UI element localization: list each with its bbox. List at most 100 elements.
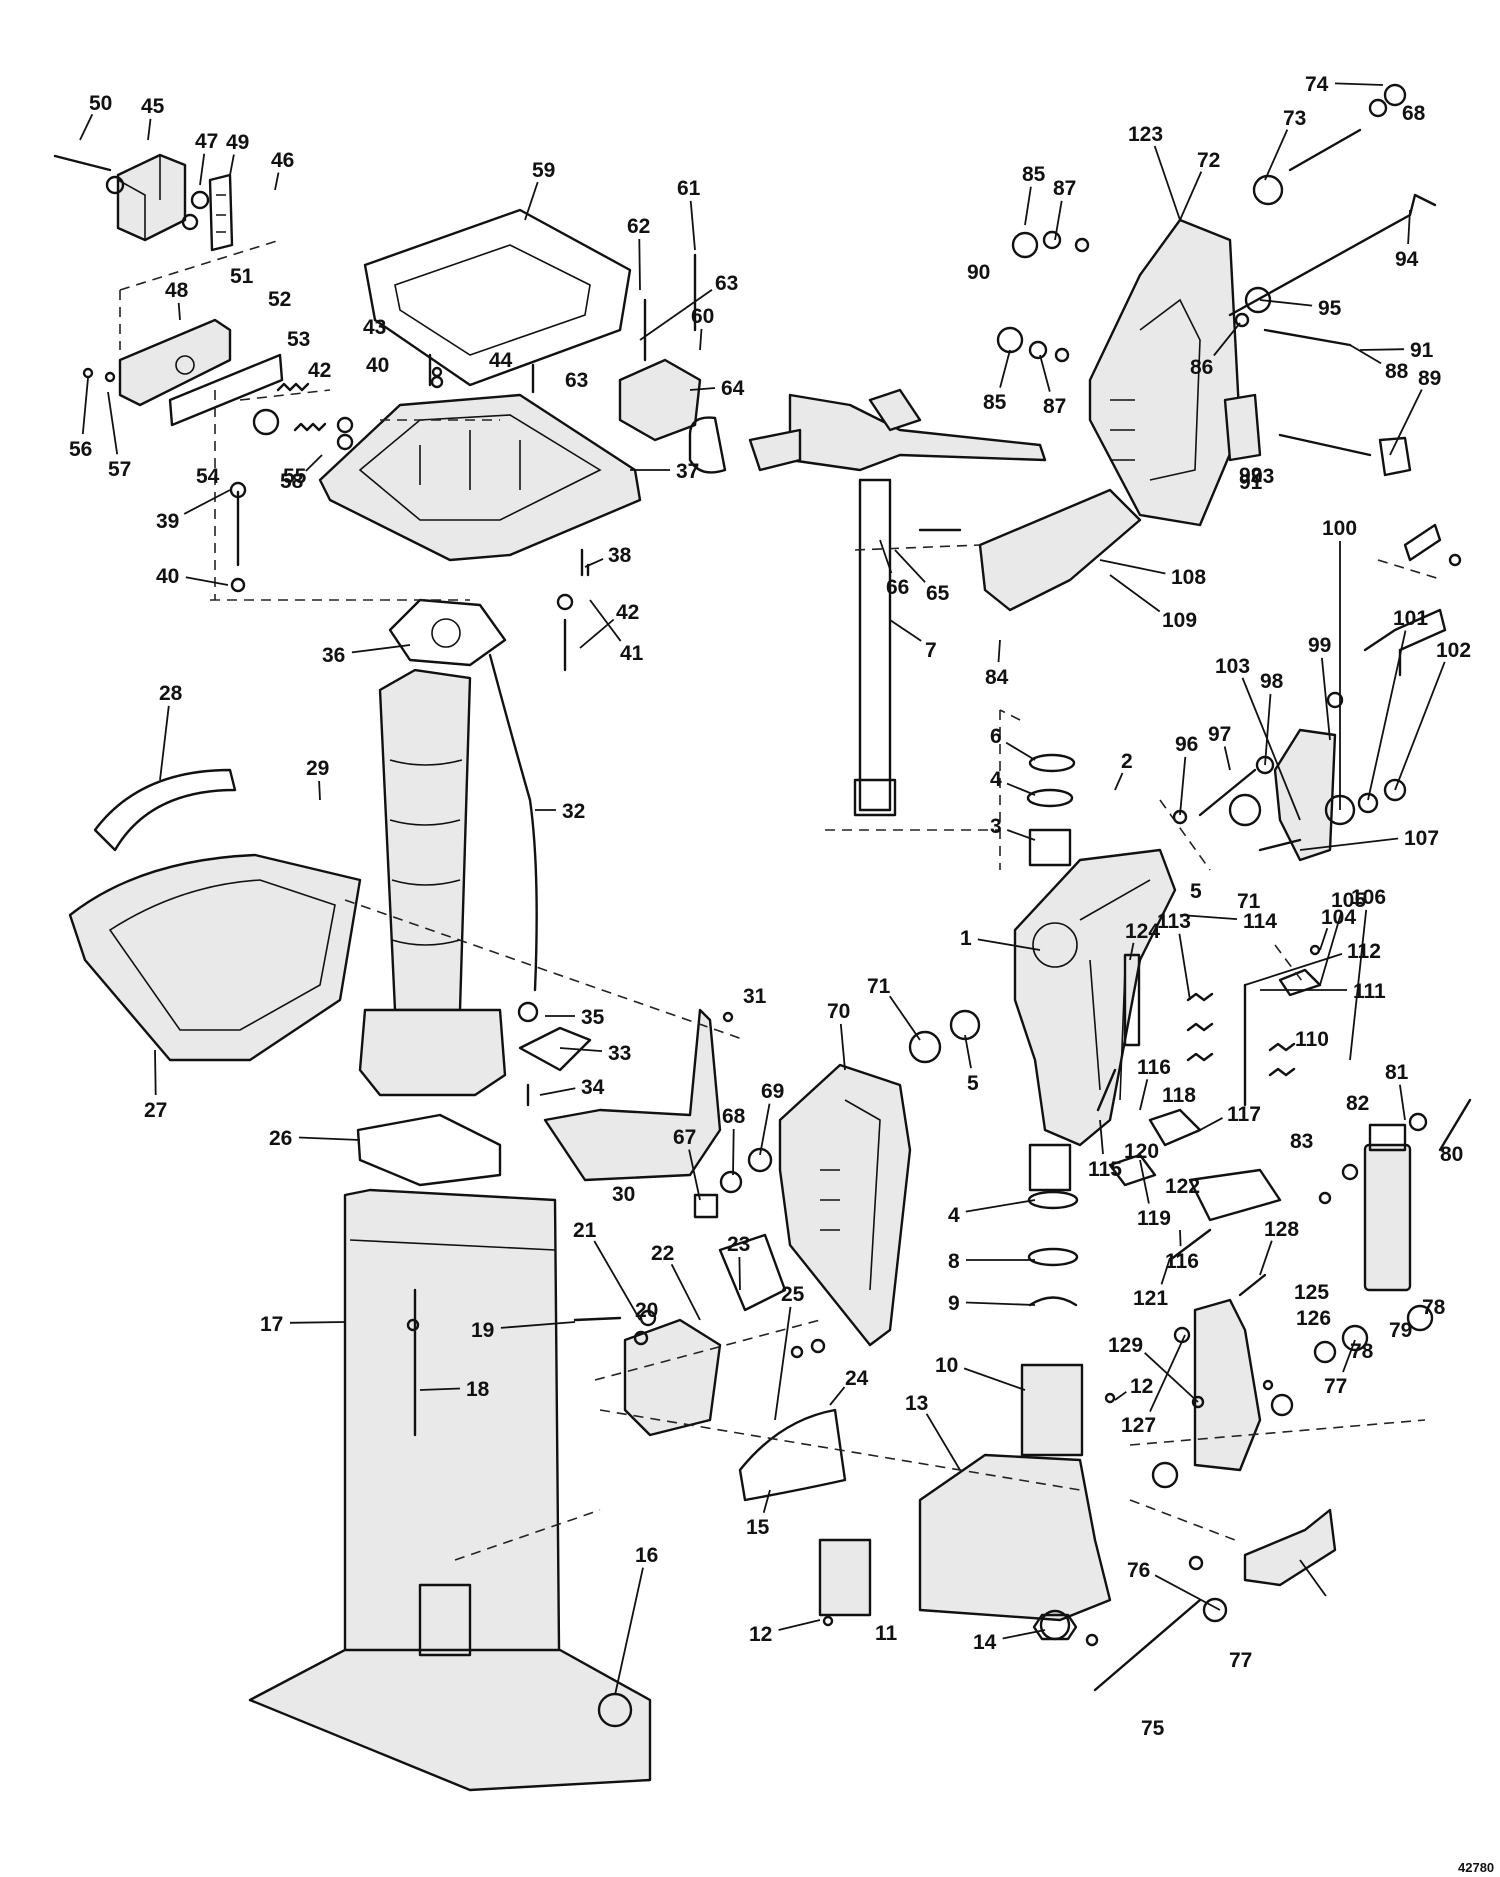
- callout-label: 17: [260, 1313, 283, 1336]
- callout-label: 129: [1108, 1334, 1143, 1357]
- leader-line: [584, 558, 604, 568]
- leader-line: [1114, 1391, 1127, 1401]
- callout-label: 33: [608, 1042, 631, 1065]
- callout-label: 121: [1133, 1287, 1168, 1310]
- callout-label: 127: [1121, 1414, 1156, 1437]
- part-18-19-bolts: [406, 366, 734, 1332]
- leader-line: [1259, 299, 1313, 307]
- leader-line: [593, 1240, 641, 1321]
- leader-line: [298, 1136, 361, 1141]
- callout-label: 96: [1175, 733, 1198, 756]
- leader-line: [614, 1567, 644, 1696]
- leader-line: [183, 489, 231, 515]
- callout-label: 81: [1385, 1061, 1409, 1084]
- leader-line: [1039, 354, 1051, 392]
- leader-line: [229, 154, 235, 176]
- callout-label: 103: [1215, 655, 1250, 678]
- part-123-128: [1151, 1273, 1294, 1489]
- callout-label: 82: [1346, 1092, 1369, 1115]
- callout-label: 63: [715, 272, 738, 295]
- callout-label: 84: [985, 666, 1009, 689]
- callout-label: 32: [562, 800, 585, 823]
- leader-line: [1394, 661, 1446, 791]
- callout-label: 68: [1402, 102, 1426, 125]
- part-53-54-55: [252, 382, 354, 451]
- leader-line: [154, 1049, 157, 1096]
- part-56-57: [82, 367, 116, 383]
- callout-label: 110: [1295, 1028, 1329, 1051]
- leader-line: [965, 1199, 1036, 1213]
- leader-line: [1334, 82, 1384, 86]
- leader-line: [177, 302, 181, 321]
- part-5-bushing: [949, 1009, 981, 1041]
- leader-line: [1389, 389, 1423, 456]
- leader-line: [1349, 344, 1382, 365]
- leader-line: [1139, 1159, 1150, 1204]
- leader-line: [1259, 1240, 1273, 1276]
- callout-label: 105: [1331, 889, 1366, 912]
- leader-line: [1319, 912, 1343, 986]
- callout-label: 25: [781, 1283, 805, 1306]
- callout-label: 48: [165, 279, 189, 302]
- leader-line: [925, 1413, 961, 1471]
- callout-label: 107: [1404, 827, 1439, 850]
- leader-line: [689, 387, 716, 391]
- callout-label: 122: [1165, 1175, 1200, 1198]
- leader-line: [289, 1321, 346, 1324]
- callout-label: 64: [721, 377, 745, 400]
- leader-line: [159, 705, 170, 781]
- callout-label: 77: [1324, 1375, 1347, 1398]
- leader-line: [1342, 1339, 1356, 1373]
- leader-line: [829, 1386, 846, 1406]
- callout-label: 1: [960, 927, 972, 950]
- callout-label: 75: [1141, 1717, 1165, 1740]
- callout-label: 5: [967, 1072, 979, 1095]
- leader-line: [419, 1387, 461, 1391]
- leader-line: [524, 181, 539, 221]
- leader-line: [1154, 1574, 1221, 1611]
- leader-line: [670, 1263, 701, 1321]
- callout-label: 19: [471, 1319, 494, 1342]
- callout-label: 3: [990, 815, 1002, 838]
- leader-line: [274, 172, 280, 191]
- callout-label: 78: [1350, 1340, 1374, 1363]
- part-1-swivel-bracket: [1013, 848, 1177, 1192]
- leader-line: [579, 618, 615, 649]
- leader-line: [689, 200, 696, 251]
- callout-label: 78: [1422, 1296, 1446, 1319]
- part-26-gasket: [356, 1113, 502, 1187]
- callout-label: 77: [1229, 1649, 1252, 1672]
- leader-line: [1179, 756, 1187, 816]
- callout-label: 60: [691, 305, 714, 328]
- part-86-88-91-92: [1223, 312, 1412, 477]
- callout-label: 85: [983, 391, 1007, 414]
- leader-line: [199, 153, 206, 186]
- leader-line: [107, 391, 119, 455]
- callout-label: 24: [845, 1367, 869, 1390]
- leader-line: [1139, 1079, 1149, 1111]
- callout-label: 71: [1237, 890, 1261, 913]
- callout-label: 46: [271, 149, 294, 172]
- leader-line: [1109, 574, 1161, 613]
- leader-line: [147, 118, 152, 141]
- part-small-hardware: [633, 1330, 1116, 1641]
- part-30-bracket: [543, 1008, 722, 1182]
- leader-line: [762, 1489, 771, 1513]
- leader-line: [539, 1087, 576, 1096]
- leader-line: [1144, 1352, 1199, 1403]
- callout-label: 71: [867, 975, 891, 998]
- part-59-gasket: [363, 208, 632, 387]
- callout-label: 5: [1190, 880, 1202, 903]
- part-17-driveshaft-housing: [248, 1188, 652, 1792]
- leader-line: [1024, 186, 1032, 226]
- callout-label: 111: [1353, 980, 1386, 1003]
- callout-label: 108: [1171, 566, 1206, 589]
- leader-line: [1006, 782, 1036, 796]
- leader-line: [185, 576, 229, 586]
- callout-label: 88: [1385, 360, 1409, 383]
- callout-label: 112: [1347, 940, 1381, 963]
- part-33-34-35: [517, 1001, 592, 1107]
- callout-label: 42: [616, 601, 639, 624]
- callout-label: 87: [1053, 177, 1076, 200]
- callout-label: 22: [651, 1242, 674, 1265]
